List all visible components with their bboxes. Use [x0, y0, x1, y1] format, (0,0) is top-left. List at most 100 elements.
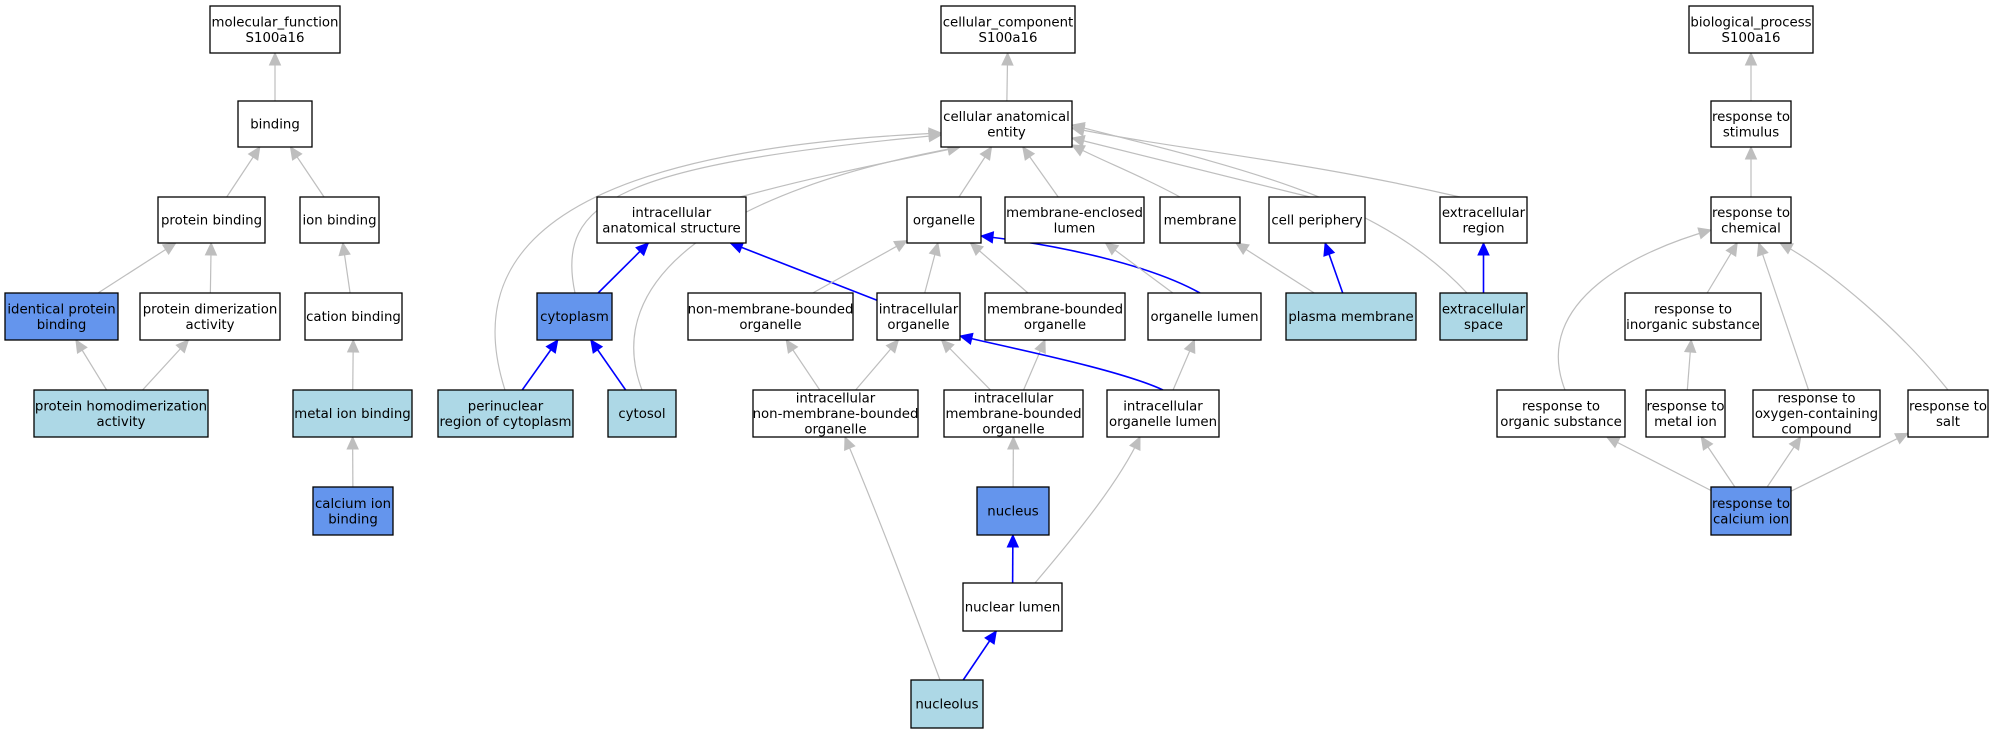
node-label-line: anatomical structure	[602, 221, 740, 236]
node-box	[139, 292, 281, 341]
node-label-line: salt	[1936, 415, 1960, 430]
edge-plasma-membrane-to-membrane	[1235, 242, 1315, 294]
node-box	[292, 389, 413, 438]
node-nucleus[interactable]: nucleus	[976, 486, 1050, 536]
node-cation-binding[interactable]: cation binding	[304, 292, 403, 341]
node-box	[687, 292, 854, 341]
node-ion-binding[interactable]: ion binding	[299, 196, 380, 244]
node-label-line: organelle	[887, 318, 949, 333]
node-label-line: ion binding	[302, 214, 376, 229]
edge-response-to-calcium-ion-to-response-to-organic-substance-arrowhead	[1605, 436, 1621, 449]
node-nuclear-lumen[interactable]: nuclear lumen	[962, 582, 1063, 632]
node-box	[1710, 486, 1792, 536]
node-box	[437, 389, 574, 438]
node-box	[1752, 389, 1881, 438]
node-box	[1147, 292, 1262, 341]
edge-intracellular-organelle-to-organelle-arrowhead	[928, 241, 941, 257]
node-box	[1907, 389, 1989, 438]
node-metal-ion-binding[interactable]: metal ion binding	[292, 389, 413, 438]
node-label-line: response to	[1522, 399, 1600, 414]
node-label-line: compound	[1781, 423, 1851, 438]
edge-membrane-to-cellular-anatomical-entity-arrowhead	[1070, 144, 1086, 157]
node-label-line: intracellular	[796, 392, 876, 407]
node-plasma-membrane[interactable]: plasma membrane	[1285, 292, 1417, 341]
node-nucleolus[interactable]: nucleolus	[910, 679, 984, 729]
node-label-line: lumen	[1054, 221, 1096, 236]
node-organelle-lumen[interactable]: organelle lumen	[1147, 292, 1262, 341]
edge-nucleolus-to-intracellular-non-membrane-bounded-organelle-arrowhead	[844, 435, 856, 451]
edge-response-to-calcium-ion-to-response-to-metal-ion-arrowhead	[1700, 436, 1714, 451]
edge-perinuclear-region-of-cytoplasm-to-cytoplasm-arrowhead	[545, 339, 559, 354]
node-label-line: intracellular	[632, 206, 712, 221]
node-binding[interactable]: binding	[237, 100, 313, 148]
edge-response-to-calcium-ion-to-response-to-salt-arrowhead	[1894, 432, 1910, 445]
node-cytosol[interactable]: cytosol	[607, 389, 677, 438]
node-label-line: plasma membrane	[1288, 310, 1413, 325]
node-membrane[interactable]: membrane	[1159, 196, 1241, 244]
node-label-line: membrane-enclosed	[1006, 206, 1143, 221]
node-box	[596, 196, 747, 244]
node-label-line: extracellular	[1442, 302, 1526, 317]
node-label-line: cytoplasm	[540, 310, 609, 325]
edge-membrane-to-cellular-anatomical-entity	[1071, 144, 1181, 198]
edge-calcium-ion-binding-to-metal-ion-binding-arrowhead	[346, 435, 359, 450]
edge-protein-homodimerization-activity-to-protein-dimerization-activity-arrowhead	[175, 339, 190, 354]
node-intracellular-non-membrane-bounded-organelle[interactable]: intracellularnon-membrane-boundedorganel…	[752, 389, 919, 438]
edge-intracellular-membrane-bounded-organelle-to-intracellular-organelle-arrowhead	[940, 339, 955, 354]
node-label-line: metal ion	[1654, 415, 1717, 430]
node-box	[910, 679, 984, 729]
edge-nuclear-lumen-to-nucleus-arrowhead	[1006, 533, 1020, 548]
node-cytoplasm[interactable]: cytoplasm	[536, 292, 613, 341]
edge-response-to-salt-to-response-to-chemical	[1779, 242, 1949, 391]
node-label-line: extracellular	[1442, 206, 1526, 221]
node-label-line: nucleus	[987, 505, 1038, 520]
node-label-line: response to	[1647, 399, 1725, 414]
node-label-line: organelle	[982, 423, 1044, 438]
node-box	[940, 100, 1073, 148]
node-label-line: S100a16	[246, 31, 305, 46]
node-label-line: protein binding	[161, 214, 262, 229]
node-label-line: protein dimerization	[143, 302, 278, 317]
node-label-line: calcium ion	[1713, 512, 1789, 527]
node-organelle[interactable]: organelle	[906, 196, 982, 244]
node-box	[1624, 292, 1762, 341]
node-label-line: entity	[987, 125, 1026, 140]
node-box	[536, 292, 613, 341]
node-cell-periphery[interactable]: cell periphery	[1268, 196, 1366, 244]
node-label-line: chemical	[1721, 221, 1781, 236]
node-label-line: membrane-bounded	[987, 302, 1123, 317]
node-box	[299, 196, 380, 244]
node-protein-binding[interactable]: protein binding	[157, 196, 266, 244]
node-label-line: activity	[96, 415, 145, 430]
node-label-line: inorganic substance	[1626, 318, 1760, 333]
edge-nuclear-lumen-to-intracellular-organelle-lumen-arrowhead	[1129, 435, 1141, 451]
node-box	[607, 389, 677, 438]
edge-plasma-membrane-to-membrane-arrowhead	[1234, 242, 1250, 256]
